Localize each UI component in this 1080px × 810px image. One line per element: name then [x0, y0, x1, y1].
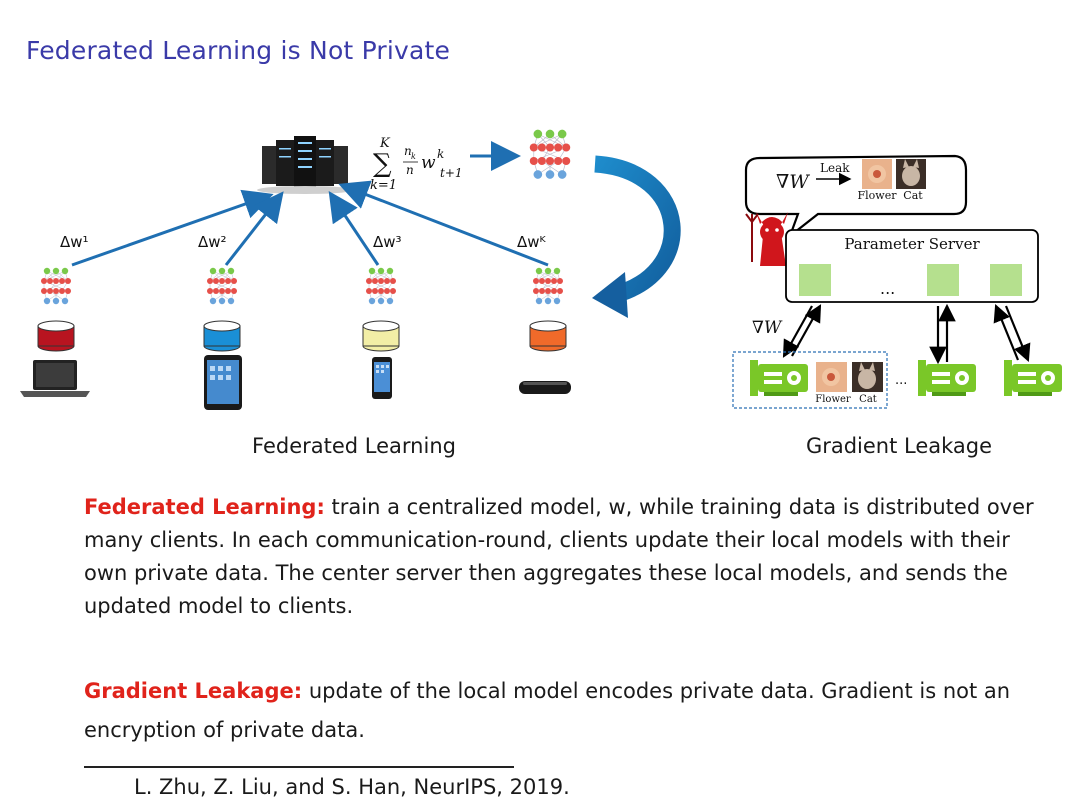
local-model-icon-3	[366, 268, 396, 304]
gradient-leakage-paragraph: Gradient Leakage: update of the local mo…	[84, 672, 1044, 750]
gpu-card-icon-3	[1004, 360, 1062, 396]
client-flower-image-icon	[816, 362, 847, 392]
sum-lower: k=1	[370, 178, 397, 193]
server-param-block-2	[927, 264, 959, 296]
client-database-icon-4	[530, 321, 566, 351]
client-flower-label: Flower	[815, 394, 851, 405]
local-model-icon-1	[41, 268, 71, 304]
gradient-leakage-figure: ∇W Leak Flower Cat Parameter Server ...	[733, 156, 1062, 458]
client-database-icon-1	[38, 321, 74, 351]
weight-symbol: w	[421, 153, 436, 173]
devil-attacker-icon	[746, 212, 788, 266]
update-arrows	[72, 186, 548, 265]
gradient-exchange-arrows	[784, 306, 1028, 362]
tablet-icon	[204, 355, 242, 410]
cat-image-icon	[896, 159, 926, 189]
client-gradient-symbol: ∇W	[752, 318, 783, 338]
federated-learning-caption: Federated Learning	[252, 434, 456, 458]
client-cat-image-icon	[852, 362, 883, 392]
client-database-icon-3	[363, 321, 399, 351]
gpu-dots: ...	[895, 373, 907, 388]
flower-image-icon	[862, 159, 892, 189]
update-label-1: Δw¹	[60, 233, 89, 251]
frac-denominator: n	[406, 163, 414, 177]
client-databases	[38, 321, 566, 351]
bubble-gradient-symbol: ∇W	[776, 171, 810, 193]
client-cat-label: Cat	[859, 394, 877, 405]
client-database-icon-2	[204, 321, 240, 351]
server-rack-icon	[257, 136, 353, 194]
update-label-3: Δw³	[373, 233, 402, 251]
bubble-flower-label: Flower	[858, 189, 898, 202]
parameter-server-label: Parameter Server	[844, 235, 980, 253]
footnote-divider	[84, 766, 514, 768]
gradient-leakage-term: Gradient Leakage:	[84, 679, 302, 703]
update-label-k: Δwᴷ	[517, 233, 547, 251]
federated-learning-paragraph: Federated Learning: train a centralized …	[84, 491, 1044, 623]
local-model-icon-2	[207, 268, 237, 304]
weight-superscript: k	[437, 147, 444, 161]
gradient-leakage-caption: Gradient Leakage	[806, 434, 992, 458]
broadcast-arrowhead	[592, 272, 628, 318]
local-model-icon-k	[533, 268, 563, 304]
weight-subscript: t+1	[440, 166, 463, 180]
footnote-citation: L. Zhu, Z. Liu, and S. Han, NeurIPS, 201…	[134, 775, 570, 799]
sum-symbol: ∑	[373, 149, 392, 179]
gpu-card-icon-2	[918, 360, 976, 396]
server-param-block-1	[799, 264, 831, 296]
broadcast-curve-arrow	[595, 164, 672, 296]
federated-learning-term: Federated Learning:	[84, 495, 325, 519]
leak-label: Leak	[820, 161, 850, 175]
bubble-cat-label: Cat	[903, 189, 923, 202]
global-model-icon	[530, 130, 571, 179]
laptop-icon	[20, 360, 90, 397]
aggregation-formula: K ∑ k=1 n k n w k t+1	[370, 136, 463, 193]
server-param-block-3	[990, 264, 1022, 296]
federated-learning-figure: K ∑ k=1 n k n w k t+1 Δw¹ Δw²	[20, 130, 672, 458]
frac-numerator-sub: k	[411, 152, 416, 161]
gpu-card-icon-1	[750, 360, 808, 396]
figures-canvas: K ∑ k=1 n k n w k t+1 Δw¹ Δw²	[0, 0, 1080, 470]
update-label-2: Δw²	[198, 233, 227, 251]
phone-icon	[372, 357, 392, 399]
server-dots: ...	[880, 279, 895, 298]
router-icon	[519, 381, 571, 394]
